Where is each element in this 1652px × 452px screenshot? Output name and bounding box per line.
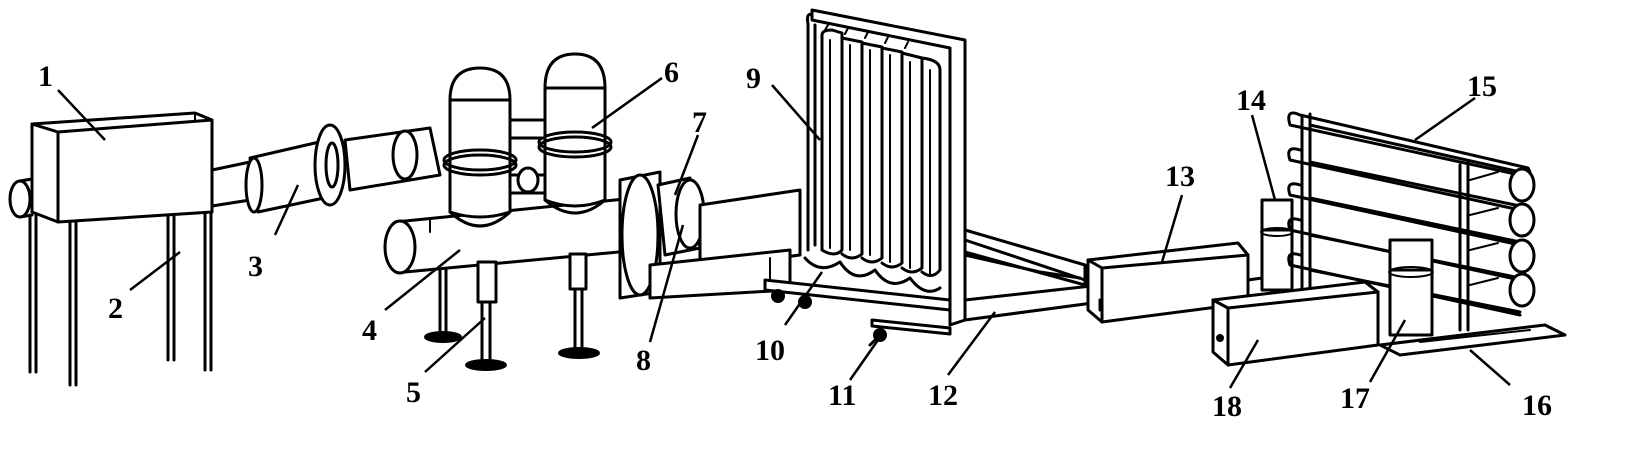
feed-pipe <box>343 126 442 192</box>
rotary-drum <box>618 170 802 300</box>
label-3: 3 <box>248 250 263 283</box>
tank-right <box>537 52 613 215</box>
label-12: 12 <box>928 379 958 412</box>
label-11: 11 <box>828 379 856 412</box>
label-13: 13 <box>1165 160 1195 193</box>
tank-left <box>442 66 518 228</box>
small-tank-14 <box>1260 198 1294 292</box>
pump-tank-17 <box>1388 238 1434 337</box>
label-4: 4 <box>362 314 377 347</box>
label-1: 1 <box>38 60 53 93</box>
tank-connector-pipes <box>508 118 547 195</box>
label-group: 1 2 3 4 5 6 7 8 9 10 11 12 13 14 15 16 1… <box>38 56 1552 423</box>
label-7: 7 <box>692 106 707 139</box>
hopper-box <box>30 111 214 224</box>
label-16: 16 <box>1522 389 1552 422</box>
tube-panel <box>806 8 967 327</box>
support-legs <box>28 212 213 387</box>
base-plate-16 <box>1378 323 1567 357</box>
connector-pipes <box>1098 276 1264 312</box>
label-15: 15 <box>1467 70 1497 103</box>
label-5: 5 <box>406 376 421 409</box>
angled-frame <box>963 228 1102 322</box>
label-8: 8 <box>636 344 651 377</box>
inlet-pipe-stub <box>8 177 34 219</box>
horizontal-vessel <box>383 196 642 275</box>
label-10: 10 <box>755 334 785 367</box>
label-6: 6 <box>664 56 679 89</box>
cart-11 <box>868 318 952 347</box>
label-17: 17 <box>1340 382 1370 415</box>
vessel-stands <box>424 252 600 371</box>
label-9: 9 <box>746 62 761 95</box>
label-14: 14 <box>1236 84 1266 117</box>
label-18: 18 <box>1212 390 1242 423</box>
label-2: 2 <box>108 292 123 325</box>
leader-lines <box>57 76 1511 389</box>
screw-conveyor <box>210 123 347 214</box>
coil-frame-15 <box>1287 111 1536 347</box>
